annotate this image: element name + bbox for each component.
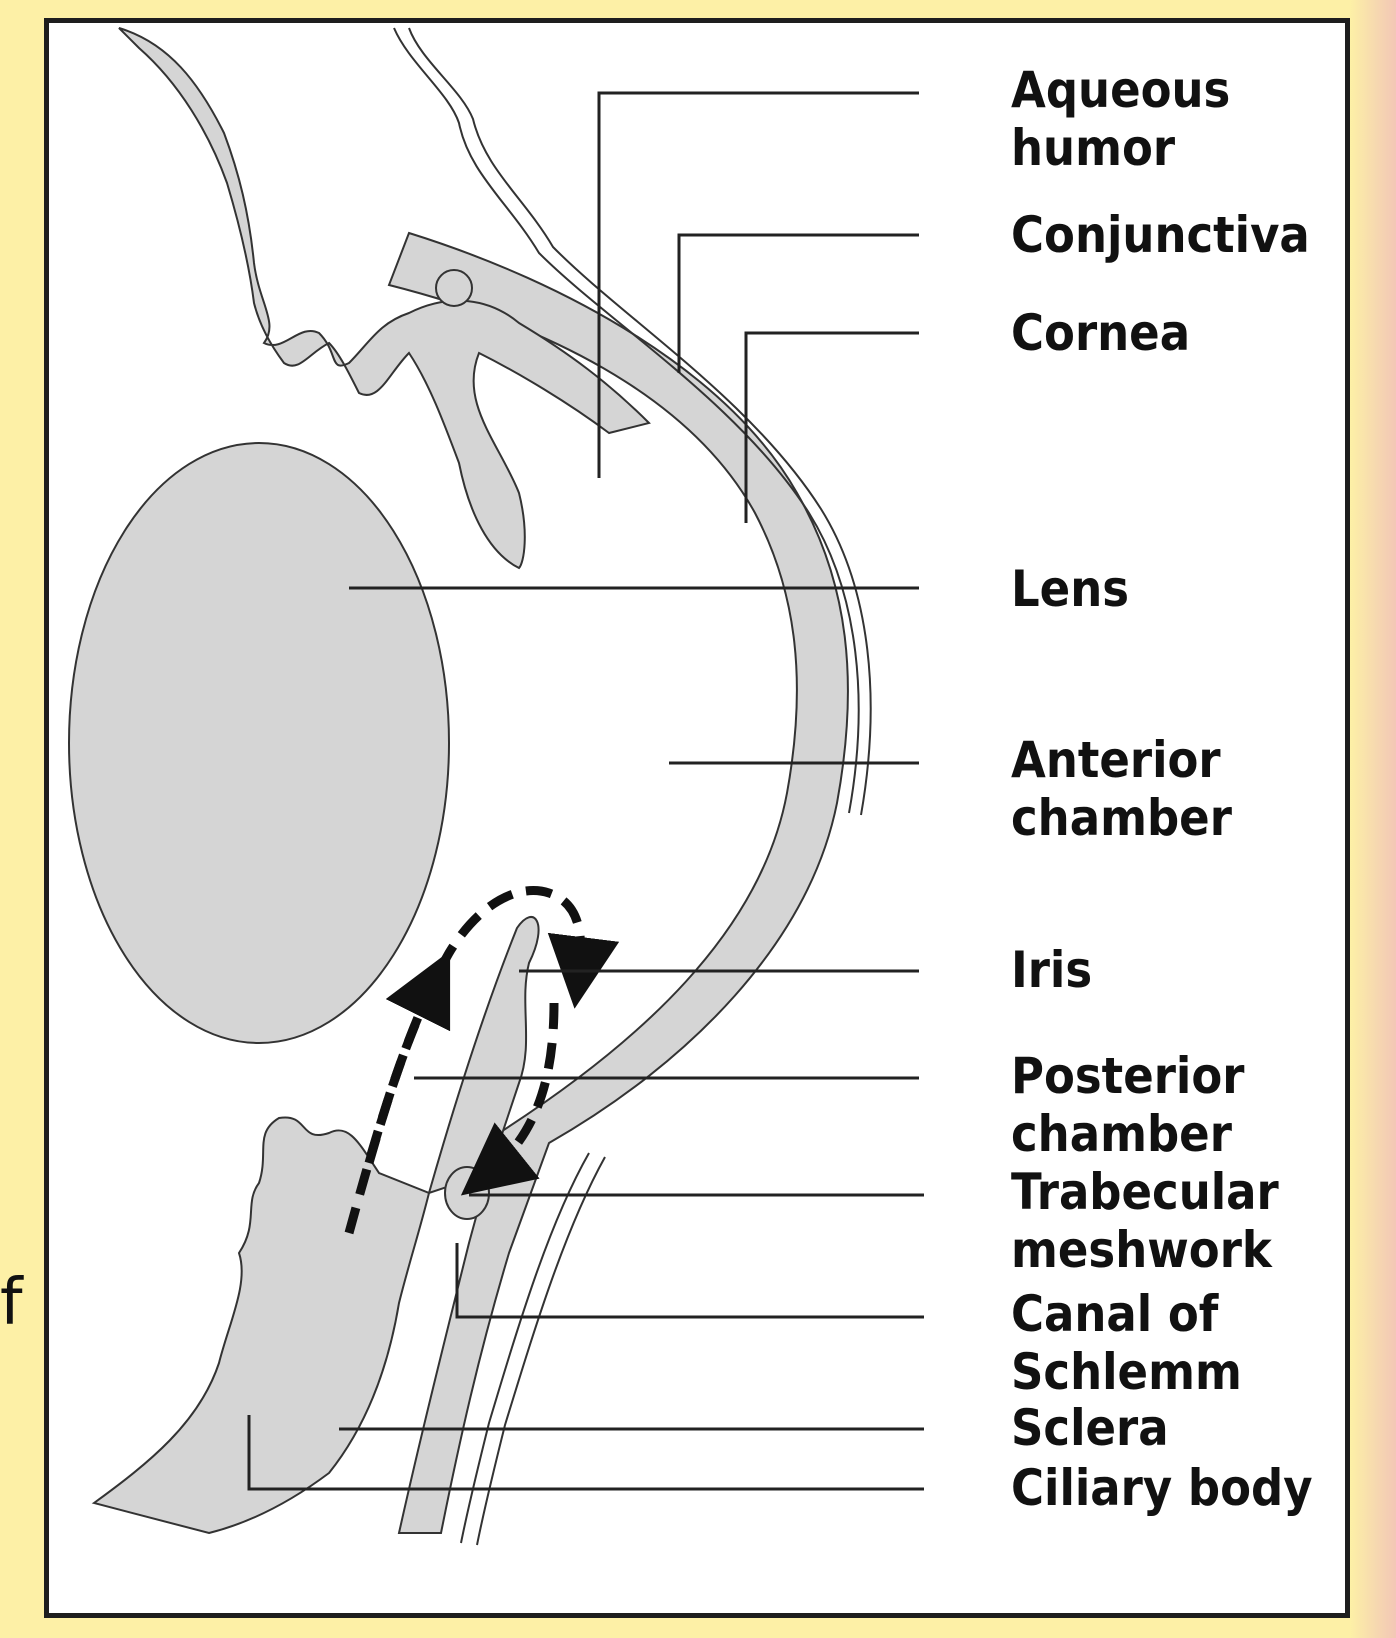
label-aqueous-humor-line-1: Aqueous: [1011, 61, 1231, 119]
leader-ciliary-body: [247, 1415, 924, 1491]
leader-cornea: [744, 331, 919, 523]
label-posterior-chamber-line-1: Posterior: [1011, 1047, 1245, 1105]
label-posterior-chamber: Posterior chamber: [1011, 1047, 1244, 1163]
label-canal-of-schlemm-line-2: Schlemm: [1011, 1343, 1242, 1401]
label-trabecular-meshwork-line-1: Trabecular: [1011, 1163, 1279, 1221]
label-canal-of-schlemm: Canal of Schlemm: [1011, 1285, 1242, 1401]
upper-eyelid-tissue: [118, 27, 651, 570]
lens-shape: [68, 442, 450, 1044]
label-anterior-chamber-line-1: Anterior: [1011, 731, 1221, 789]
label-ciliary-body: Ciliary body: [1011, 1459, 1313, 1517]
label-lens: Lens: [1011, 560, 1130, 618]
label-trabecular-meshwork-line-2: meshwork: [1011, 1221, 1272, 1279]
gland-icon: [435, 269, 473, 307]
leader-aqueous-humor: [597, 91, 919, 478]
iris-shape: [427, 916, 540, 1195]
label-posterior-chamber-line-2: chamber: [1011, 1105, 1232, 1163]
label-trabecular-meshwork: Trabecular meshwork: [1011, 1163, 1279, 1279]
dashed-flow-arrow-up-icon: [364, 950, 451, 1165]
eye-cross-section-diagram: [68, 27, 924, 1546]
label-aqueous-humor: Aqueous humor: [1011, 61, 1230, 177]
conjunctiva-layer: [393, 27, 860, 814]
label-canal-of-schlemm-line-1: Canal of: [1011, 1285, 1219, 1343]
trabecular-meshwork-shape: [444, 1166, 490, 1220]
eye-anatomy-figure: Aqueous humor Conjunctiva Cornea Lens An…: [44, 18, 1350, 1618]
label-anterior-chamber: Anterior chamber: [1011, 731, 1232, 847]
label-sclera: Sclera: [1011, 1399, 1169, 1457]
label-cornea: Cornea: [1011, 304, 1191, 362]
conjunctiva-lower-inner: [476, 1156, 606, 1546]
leader-lines: [247, 91, 924, 1491]
ciliary-body-tissue: [91, 1116, 431, 1535]
cut-off-slide-text: f: [0, 1266, 23, 1340]
leader-canal-of-schlemm: [455, 1243, 924, 1319]
label-conjunctiva: Conjunctiva: [1011, 206, 1310, 264]
slide-edge-stripe: [1350, 0, 1396, 1638]
conjunctiva-layer-inner: [408, 27, 872, 816]
dashed-flow-arrow-return-icon: [460, 1002, 559, 1196]
label-iris: Iris: [1011, 941, 1093, 999]
conjunctiva-lower: [460, 1152, 590, 1544]
label-aqueous-humor-line-2: humor: [1011, 119, 1176, 177]
cornea-sclera-band: [387, 231, 849, 1534]
label-anterior-chamber-line-2: chamber: [1011, 789, 1232, 847]
leader-conjunctiva: [677, 233, 919, 373]
